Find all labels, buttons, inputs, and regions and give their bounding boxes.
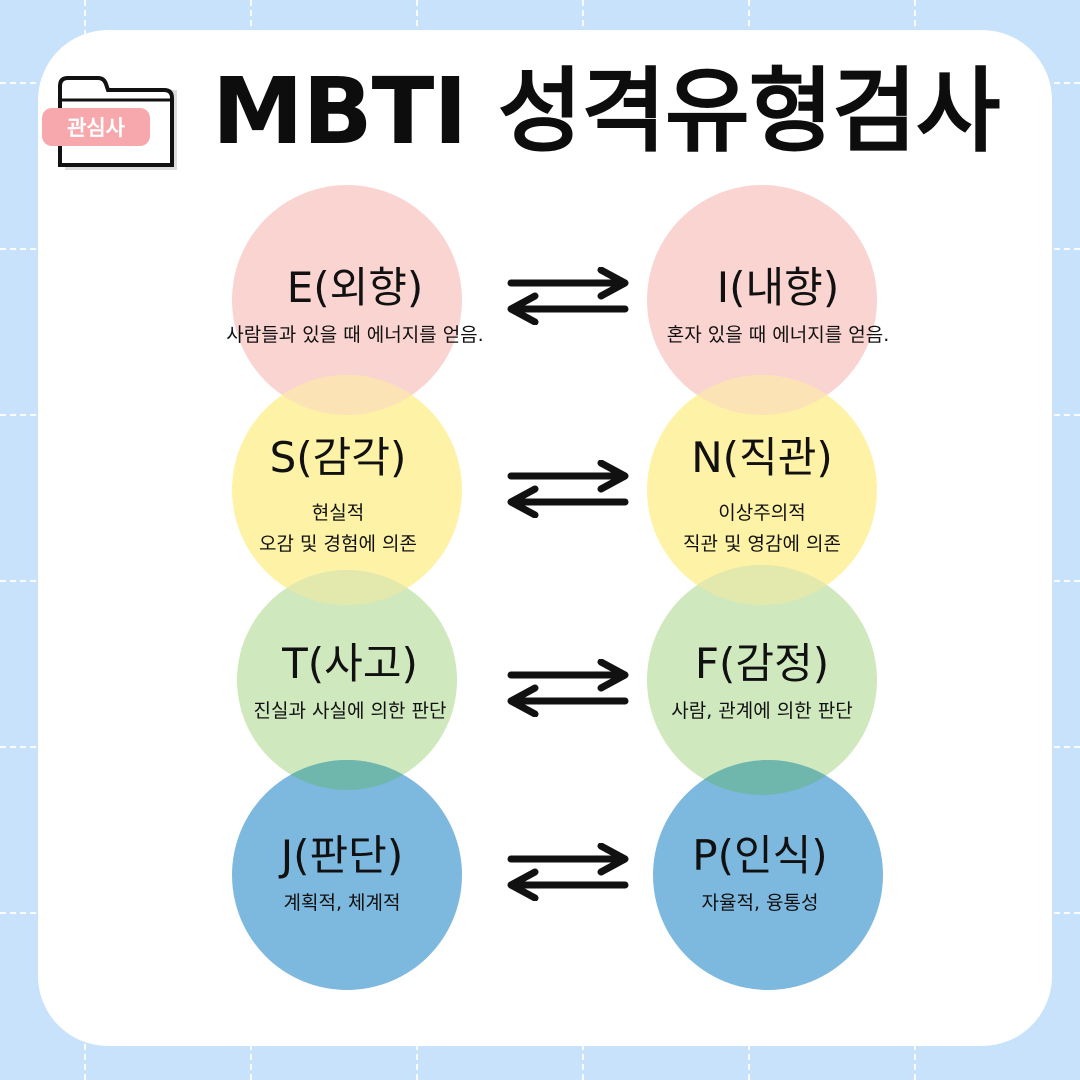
trait-j: J(판단) 계획적, 체계적 xyxy=(172,830,512,919)
trait-t: T(사고) 진실과 사실에 의한 판단 xyxy=(180,638,520,727)
trait-name: F(감정) xyxy=(694,639,830,688)
trait-description: 현실적 오감 및 경험에 의존 xyxy=(168,498,508,560)
content-card xyxy=(38,30,1052,1046)
swap-arrows-icon xyxy=(507,659,629,717)
trait-s: S(감각) 현실적 오감 및 경험에 의존 xyxy=(168,432,508,560)
swap-arrows-icon xyxy=(507,843,629,901)
trait-description-line: 오감 및 경험에 의존 xyxy=(259,533,417,555)
trait-description: 사람, 관계에 의한 판단 xyxy=(671,700,853,722)
trait-name: I(내향) xyxy=(716,263,840,312)
trait-name: T(사고) xyxy=(282,639,418,688)
trait-name: E(외향) xyxy=(286,263,424,312)
circle-f xyxy=(647,565,877,795)
page-title: MBTI 성격유형검사 xyxy=(212,58,1001,165)
circle-i xyxy=(647,185,877,415)
trait-description: 자율적, 융통성 xyxy=(701,892,819,914)
trait-name: J(판단) xyxy=(280,831,404,880)
circle-j xyxy=(232,760,462,990)
trait-p: P(인식) 자율적, 융통성 xyxy=(590,830,930,919)
trait-i: I(내향) 혼자 있을 때 에너지를 얻음. xyxy=(608,262,948,351)
trait-description-line: 직관 및 영감에 의존 xyxy=(683,533,841,555)
trait-e: E(외향) 사람들과 있을 때 에너지를 얻음. xyxy=(185,262,525,351)
trait-description-line: 현실적 xyxy=(311,502,365,524)
circle-n xyxy=(647,375,877,605)
trait-name: S(감각) xyxy=(269,433,407,482)
category-tag: 관심사 xyxy=(42,108,150,146)
trait-name: N(직관) xyxy=(691,433,833,482)
trait-description: 계획적, 체계적 xyxy=(283,892,401,914)
trait-description: 사람들과 있을 때 에너지를 얻음. xyxy=(226,324,484,346)
circle-e xyxy=(232,185,462,415)
swap-arrows-icon xyxy=(507,460,629,518)
swap-arrows-icon xyxy=(507,267,629,325)
circle-p xyxy=(653,760,883,990)
circle-t xyxy=(237,570,457,790)
trait-n: N(직관) 이상주의적 직관 및 영감에 의존 xyxy=(592,432,932,560)
trait-description-line: 이상주의적 xyxy=(718,502,806,524)
trait-name: P(인식) xyxy=(692,831,828,880)
trait-f: F(감정) 사람, 관계에 의한 판단 xyxy=(592,638,932,727)
circle-s xyxy=(232,375,462,605)
trait-description: 진실과 사실에 의한 판단 xyxy=(253,700,447,722)
trait-description: 혼자 있을 때 에너지를 얻음. xyxy=(666,324,890,346)
trait-description: 이상주의적 직관 및 영감에 의존 xyxy=(592,498,932,560)
